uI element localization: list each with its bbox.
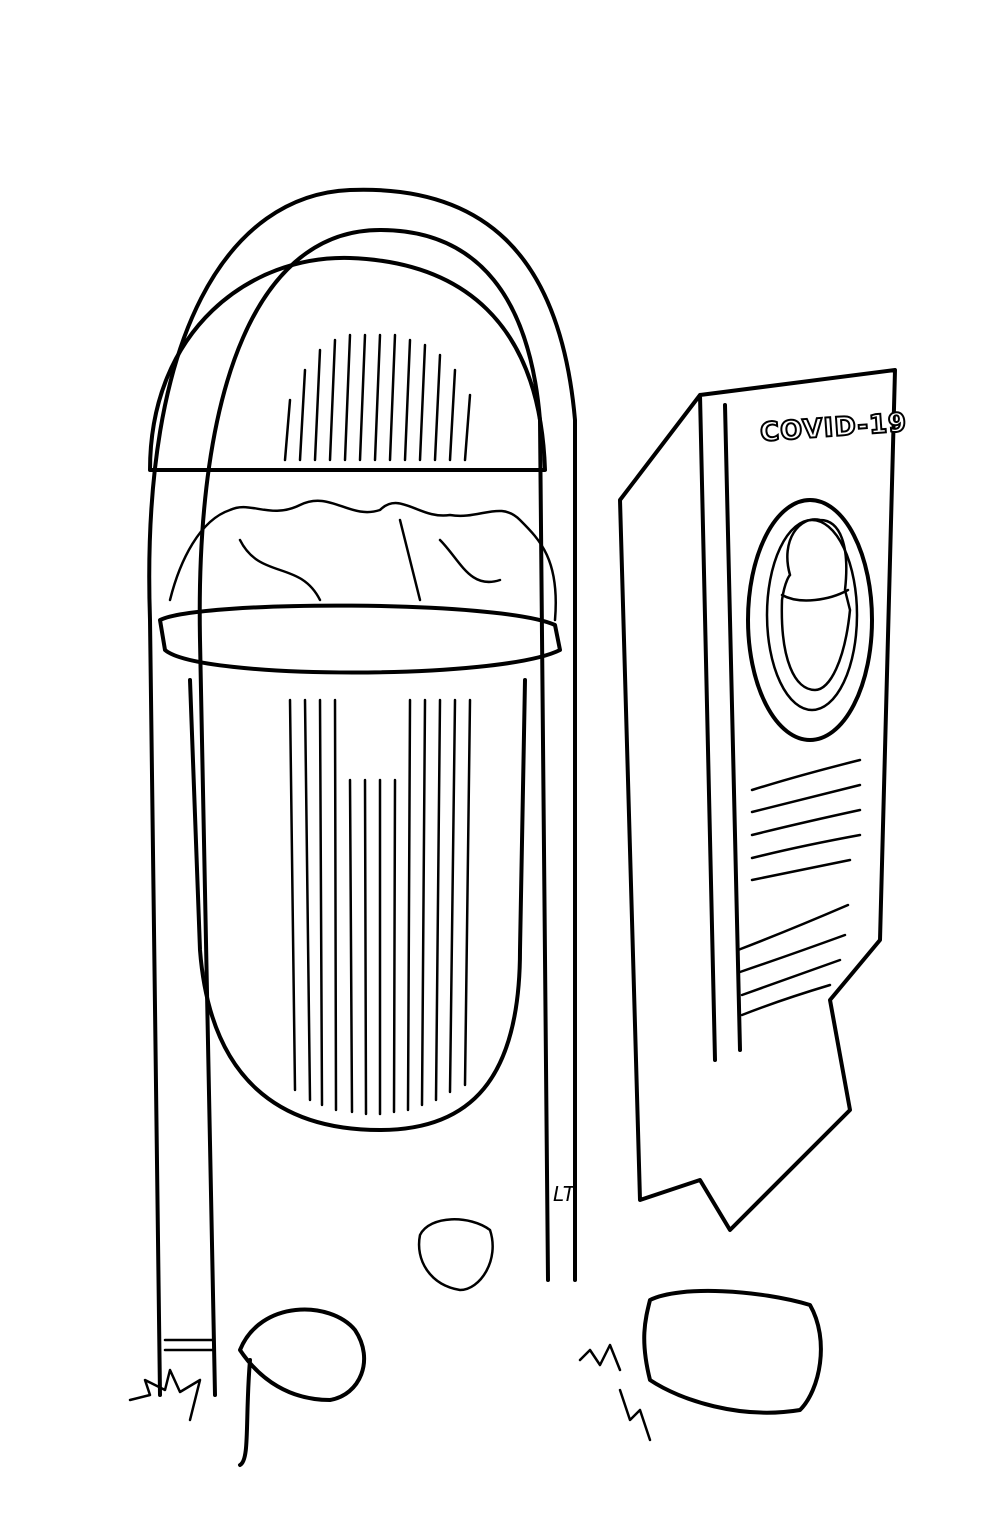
trash-pile [168,499,558,622]
masked-face-icon [780,518,852,692]
poster-illegible-text [736,758,862,1017]
discarded-mask-right [642,1288,823,1415]
crumpled-paper [417,1218,494,1292]
covid-sign [618,368,897,1232]
pole-base [163,1338,214,1352]
grass [128,1343,652,1442]
lid-ribs [283,333,472,462]
artist-signature: LT. [553,1182,579,1206]
bin-lid [148,255,547,472]
discarded-mask-left [238,1307,366,1467]
mask-poster-circle [746,498,874,742]
bin-frame [147,187,577,1397]
bin-body [158,603,562,1132]
bin-ribs [288,698,472,1116]
